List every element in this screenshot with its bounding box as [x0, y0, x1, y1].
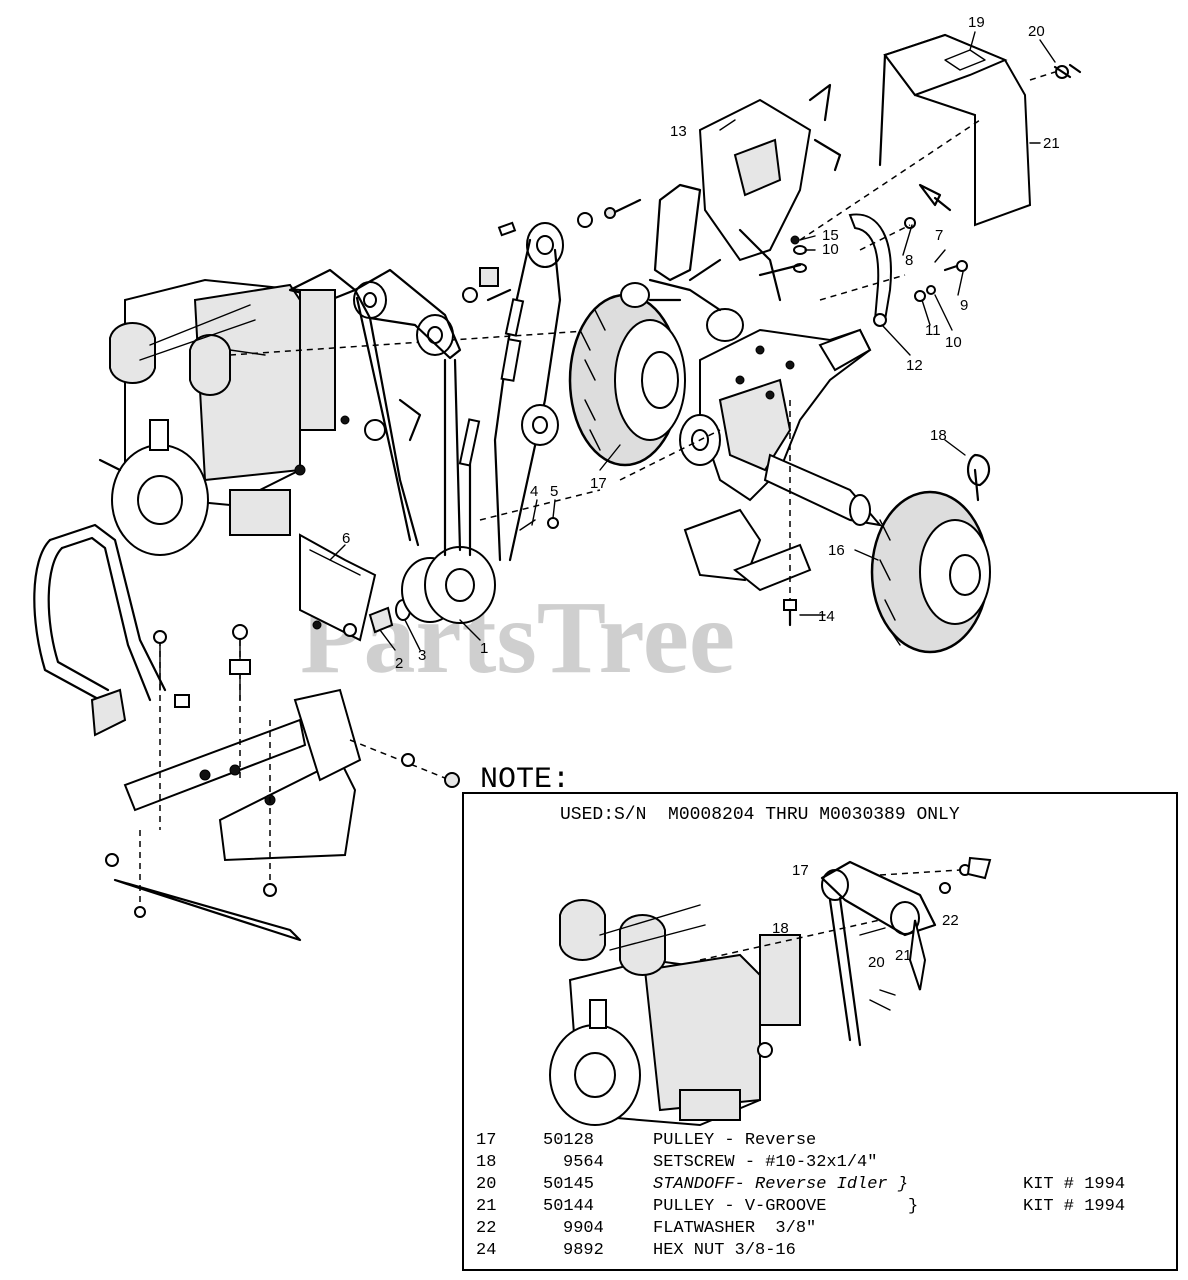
- part-description: PULLEY - Reverse: [653, 1131, 816, 1150]
- part-number: 9564: [563, 1153, 604, 1172]
- pin-18: [967, 453, 991, 502]
- part-number: 9892: [563, 1241, 604, 1260]
- part-description: PULLEY - V-GROOVE }: [653, 1197, 918, 1216]
- callout-18: 18: [930, 427, 947, 444]
- callout-9: 9: [960, 297, 968, 314]
- inset-callouts: 17 18 20 21 22: [772, 862, 959, 971]
- callout-13: 13: [670, 123, 687, 140]
- engine: [98, 278, 306, 556]
- alignment-lines: [619, 119, 981, 481]
- part-description: SETSCREW - #10-32x1/4": [653, 1153, 877, 1172]
- part-description: STANDOFF- Reverse Idler }: [653, 1175, 908, 1194]
- callout-19: 19: [968, 14, 985, 31]
- engine-shaft-mount: [229, 268, 601, 442]
- inset-callout-21: 21: [895, 947, 912, 964]
- part-description: FLATWASHER 3/8": [653, 1219, 816, 1238]
- inset-engine: [549, 899, 801, 1127]
- part-ref: 24: [476, 1241, 496, 1260]
- part-description: HEX NUT 3/8-16: [653, 1241, 796, 1260]
- handle-bar: [33, 523, 167, 737]
- lever-12: [848, 183, 968, 327]
- callout-14: 14: [818, 608, 835, 625]
- part-ref: 18: [476, 1153, 496, 1172]
- parts-row: 24 9892 HEX NUT 3/8-16: [476, 1241, 796, 1260]
- clutch-control: [620, 83, 842, 342]
- callout-2: 2: [395, 655, 403, 672]
- callout-10-top: 10: [822, 241, 839, 258]
- callout-21: 21: [1043, 135, 1060, 152]
- transmission: [648, 258, 883, 527]
- parts-row: 20 50145 STANDOFF- Reverse Idler } KIT #…: [476, 1175, 1125, 1194]
- frame-brackets: [105, 624, 460, 942]
- parts-row: 17 50128 PULLEY - Reverse: [476, 1131, 816, 1150]
- inset-callout-17: 17: [792, 862, 809, 879]
- parts-row: 18 9564 SETSCREW - #10-32x1/4": [476, 1153, 877, 1172]
- callout-1: 1: [480, 640, 488, 657]
- callout-4: 4: [530, 483, 538, 500]
- callout-16: 16: [828, 542, 845, 559]
- parts-row: 22 9904 FLATWASHER 3/8": [476, 1219, 816, 1238]
- belt-guard: [878, 33, 1082, 227]
- part-kit: KIT # 1994: [1023, 1175, 1125, 1194]
- part-ref: 20: [476, 1175, 496, 1194]
- callouts: 1 2 3 4 5 6 7 8 9 10 10 11 12 13 14 15 1…: [342, 14, 1060, 672]
- part-number: 9904: [563, 1219, 604, 1238]
- lower-bracket: [683, 400, 812, 627]
- inset-callout-22: 22: [942, 912, 959, 929]
- callout-8: 8: [905, 252, 913, 269]
- inset-callout-18: 18: [772, 920, 789, 937]
- inset-callout-20: 20: [868, 954, 885, 971]
- inset-reverse-pulley: [699, 856, 992, 1047]
- tire-17: [568, 293, 686, 467]
- callout-10-bottom: 10: [945, 334, 962, 351]
- part-ref: 17: [476, 1131, 496, 1150]
- callout-20: 20: [1028, 23, 1045, 40]
- part-number: 50128: [543, 1131, 594, 1150]
- leader-lines: [329, 31, 1056, 651]
- part-number: 50144: [543, 1197, 594, 1216]
- part-ref: 22: [476, 1219, 496, 1238]
- callout-11: 11: [925, 322, 941, 339]
- note-heading: NOTE:: [480, 763, 570, 797]
- part-kit: KIT # 1994: [1023, 1197, 1125, 1216]
- note-used-serial: USED:S/N M0008204 THRU M0030389 ONLY: [560, 805, 960, 825]
- belt-drive: [353, 198, 642, 624]
- parts-list: 17 50128 PULLEY - Reverse 18 9564 SETSCR…: [476, 1131, 1125, 1260]
- callout-17: 17: [590, 475, 607, 492]
- callout-15: 15: [822, 227, 839, 244]
- bracket-6: [299, 533, 377, 642]
- callout-5: 5: [550, 483, 558, 500]
- tire-16: [870, 490, 991, 654]
- parts-row: 21 50144 PULLEY - V-GROOVE } KIT # 1994: [476, 1197, 1125, 1216]
- callout-3: 3: [418, 647, 426, 664]
- part-number: 50145: [543, 1175, 594, 1194]
- watermark: PartsTree: [300, 580, 735, 695]
- callout-6: 6: [342, 530, 350, 547]
- callout-7: 7: [935, 227, 943, 244]
- callout-12: 12: [906, 357, 923, 374]
- part-ref: 21: [476, 1197, 496, 1216]
